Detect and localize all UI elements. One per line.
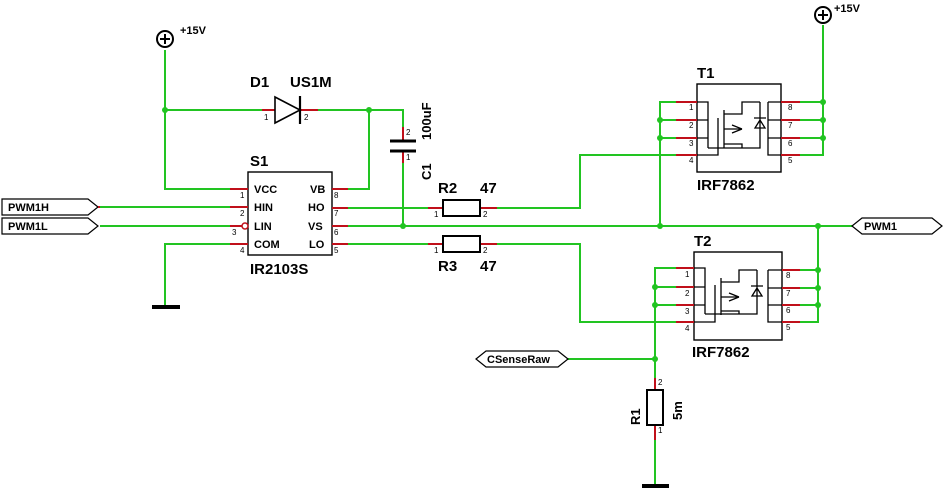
svg-text:PWM1L: PWM1L [8,221,48,233]
svg-text:1: 1 [434,210,439,219]
t2-ref: T2 [694,233,712,250]
svg-text:5: 5 [786,323,791,332]
svg-text:1: 1 [264,113,269,122]
svg-text:4: 4 [240,246,245,255]
wire-t1-src-taps [660,119,676,139]
svg-text:5: 5 [788,156,793,165]
t1-ref: T1 [697,65,715,82]
s1-part: IR2103S [250,261,308,278]
resistor-r2: 1 2 R2 47 [428,180,497,219]
svg-text:2: 2 [685,289,690,298]
r1-value: 5m [670,401,685,420]
wire-vcc [164,50,230,190]
svg-text:VS: VS [308,221,323,233]
t1-part: IRF7862 [697,177,755,194]
r1-ref: R1 [628,408,643,425]
svg-text:3: 3 [685,307,690,316]
svg-text:HIN: HIN [254,202,273,214]
port-csense: CSenseRaw [475,350,569,368]
d1-ref: D1 [250,74,269,91]
svg-text:2: 2 [483,246,488,255]
svg-text:PWM1: PWM1 [864,221,897,233]
svg-text:6: 6 [786,306,791,315]
power-15v-left: +15V [156,25,207,48]
svg-text:CSenseRaw: CSenseRaw [487,354,550,366]
svg-text:PWM1H: PWM1H [8,202,49,214]
svg-text:6: 6 [334,228,339,237]
wire-com [164,243,230,305]
power-15v-right: +15V [814,3,861,24]
svg-text:VCC: VCC [254,184,277,196]
wire-t1-drn-taps [800,119,823,139]
wire-t2-drn-taps [800,287,818,306]
r2-value: 47 [480,180,497,197]
svg-text:4: 4 [689,156,694,165]
svg-text:1: 1 [406,153,411,162]
c1-value: 100uF [419,102,434,140]
svg-text:4: 4 [685,324,690,333]
port-pwm1: PWM1 [851,217,943,235]
wire-diode-cathode [318,109,404,127]
power-label-right: +15V [834,3,861,15]
svg-text:LO: LO [309,239,325,251]
wire-r2-gate [497,154,676,209]
mosfet-t1: 1 2 3 4 8 7 6 5 T1 IRF7862 [676,65,800,194]
t2-part: IRF7862 [692,344,750,361]
svg-text:VB: VB [310,184,325,196]
svg-text:7: 7 [786,289,791,298]
r2-ref: R2 [438,180,457,197]
wire-vb [348,110,370,190]
svg-text:8: 8 [334,191,339,200]
wire-t2-drains [800,269,819,323]
svg-text:3: 3 [232,228,237,237]
mosfet-t2: 1 2 3 4 8 7 6 5 T2 IRF7862 [676,233,800,361]
resistor-r1: 2 1 R1 5m [628,378,685,440]
resistor-r3: 1 2 R3 47 [428,235,497,275]
wire-t1-sources [659,101,676,226]
svg-text:1: 1 [689,103,694,112]
svg-text:2: 2 [483,210,488,219]
svg-text:6: 6 [788,139,793,148]
svg-text:2: 2 [406,128,411,137]
svg-text:2: 2 [658,378,663,387]
power-label-left: +15V [180,25,207,37]
svg-text:2: 2 [304,113,309,122]
svg-text:1: 1 [240,191,245,200]
d1-value: US1M [290,74,332,91]
svg-text:7: 7 [334,209,339,218]
svg-text:1: 1 [434,246,439,255]
port-pwm1l: PWM1L [1,217,99,235]
c1-ref: C1 [419,163,434,180]
svg-text:COM: COM [254,239,280,251]
svg-text:8: 8 [786,271,791,280]
svg-text:5: 5 [334,246,339,255]
r3-ref: R3 [438,258,457,275]
wire-r3-gate [497,243,676,323]
wire-t1-drains [800,101,824,156]
r3-value: 47 [480,258,497,275]
svg-text:1: 1 [658,426,663,435]
ic-s1: 1 2 3 4 8 7 6 5 VCC HIN LIN COM VB HO VS… [230,153,348,278]
wire-t2-sources [654,267,676,378]
svg-text:LIN: LIN [254,221,272,233]
capacitor-c1: 2 1 C1 100uF [390,102,434,180]
svg-text:1: 1 [685,270,690,279]
port-pwm1h: PWM1H [1,198,100,216]
diode-d1: 1 2 D1 US1M [250,74,332,125]
svg-text:2: 2 [689,121,694,130]
junctions [162,99,826,362]
svg-text:7: 7 [788,121,793,130]
s1-ref: S1 [250,153,268,170]
svg-text:2: 2 [240,209,245,218]
wires [100,25,860,485]
wire-t2-src-taps [655,286,676,306]
svg-text:3: 3 [689,139,694,148]
svg-text:8: 8 [788,103,793,112]
svg-text:HO: HO [308,202,325,214]
